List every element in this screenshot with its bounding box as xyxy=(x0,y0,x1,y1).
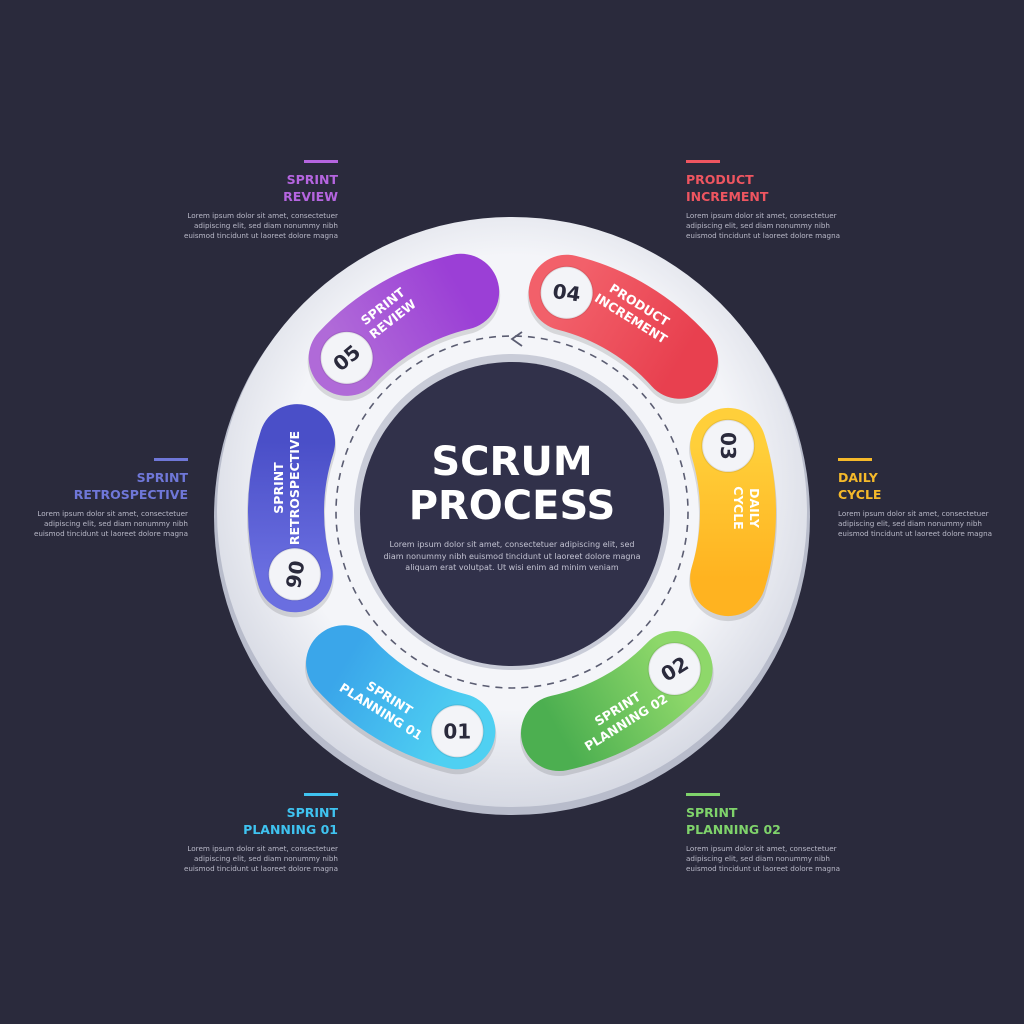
step-number-badge xyxy=(539,265,594,320)
callout-accent-bar xyxy=(154,458,188,461)
step-number: 04 xyxy=(551,279,582,307)
callout-accent-bar xyxy=(686,160,720,163)
cycle-arrow-icon xyxy=(510,331,523,347)
callout-description: Lorem ipsum dolor sit amet, consectetuer… xyxy=(686,211,841,240)
callout-title: SPRINT REVIEW xyxy=(283,172,338,204)
step-label: SPRINTRETROSPECTIVE xyxy=(271,431,302,545)
step-number-badge xyxy=(701,418,756,473)
step-number: 06 xyxy=(281,558,309,590)
diagram-title: SCRUM PROCESS xyxy=(408,439,616,529)
callout-01: SPRINT PLANNING 01 Lorem ipsum dolor sit … xyxy=(168,793,338,874)
step-number: 01 xyxy=(443,719,471,743)
callout-description: Lorem ipsum dolor sit amet, consectetuer… xyxy=(183,844,338,873)
callout-description: Lorem ipsum dolor sit amet, consectetuer… xyxy=(838,509,993,538)
dashed-cycle-path xyxy=(335,335,689,689)
callout-accent-bar xyxy=(304,793,338,796)
callout-accent-bar xyxy=(838,458,872,461)
step-segment-06[interactable]: 06 SPRINTRETROSPECTIVE xyxy=(247,404,337,618)
step-label: DAILYCYCLE xyxy=(731,486,762,529)
callout-accent-bar xyxy=(304,160,338,163)
diagram-description: Lorem ipsum dolor sit amet, consectetuer… xyxy=(383,540,641,572)
step-number-badge xyxy=(267,547,322,602)
callout-title: SPRINT RETROSPECTIVE xyxy=(73,470,188,502)
step-number-badge xyxy=(430,704,485,759)
callout-description: Lorem ipsum dolor sit amet, consectetuer… xyxy=(686,844,841,873)
callout-accent-bar xyxy=(686,793,720,796)
callout-05: SPRINT REVIEW Lorem ipsum dolor sit amet,… xyxy=(168,160,338,241)
step-number: 03 xyxy=(716,432,740,460)
step-number-badge xyxy=(319,330,374,385)
callout-title: SPRINT PLANNING 02 xyxy=(686,805,781,837)
callout-06: SPRINT RETROSPECTIVE Lorem ipsum dolor si… xyxy=(18,458,188,539)
callout-02: SPRINT PLANNING 02 Lorem ipsum dolor sit … xyxy=(686,793,856,874)
step-number-badge xyxy=(647,641,702,696)
callout-04: PRODUCT INCREMENT Lorem ipsum dolor sit a… xyxy=(686,160,856,241)
callout-description: Lorem ipsum dolor sit amet, consectetuer… xyxy=(33,509,188,538)
callout-title: SPRINT PLANNING 01 xyxy=(243,805,338,837)
callout-title: PRODUCT INCREMENT xyxy=(686,172,769,204)
center-circle xyxy=(360,362,664,666)
callout-03: DAILY CYCLE Lorem ipsum dolor sit amet, c… xyxy=(838,458,1008,539)
callout-title: DAILY CYCLE xyxy=(838,470,882,502)
callout-description: Lorem ipsum dolor sit amet, consectetuer… xyxy=(183,211,338,240)
